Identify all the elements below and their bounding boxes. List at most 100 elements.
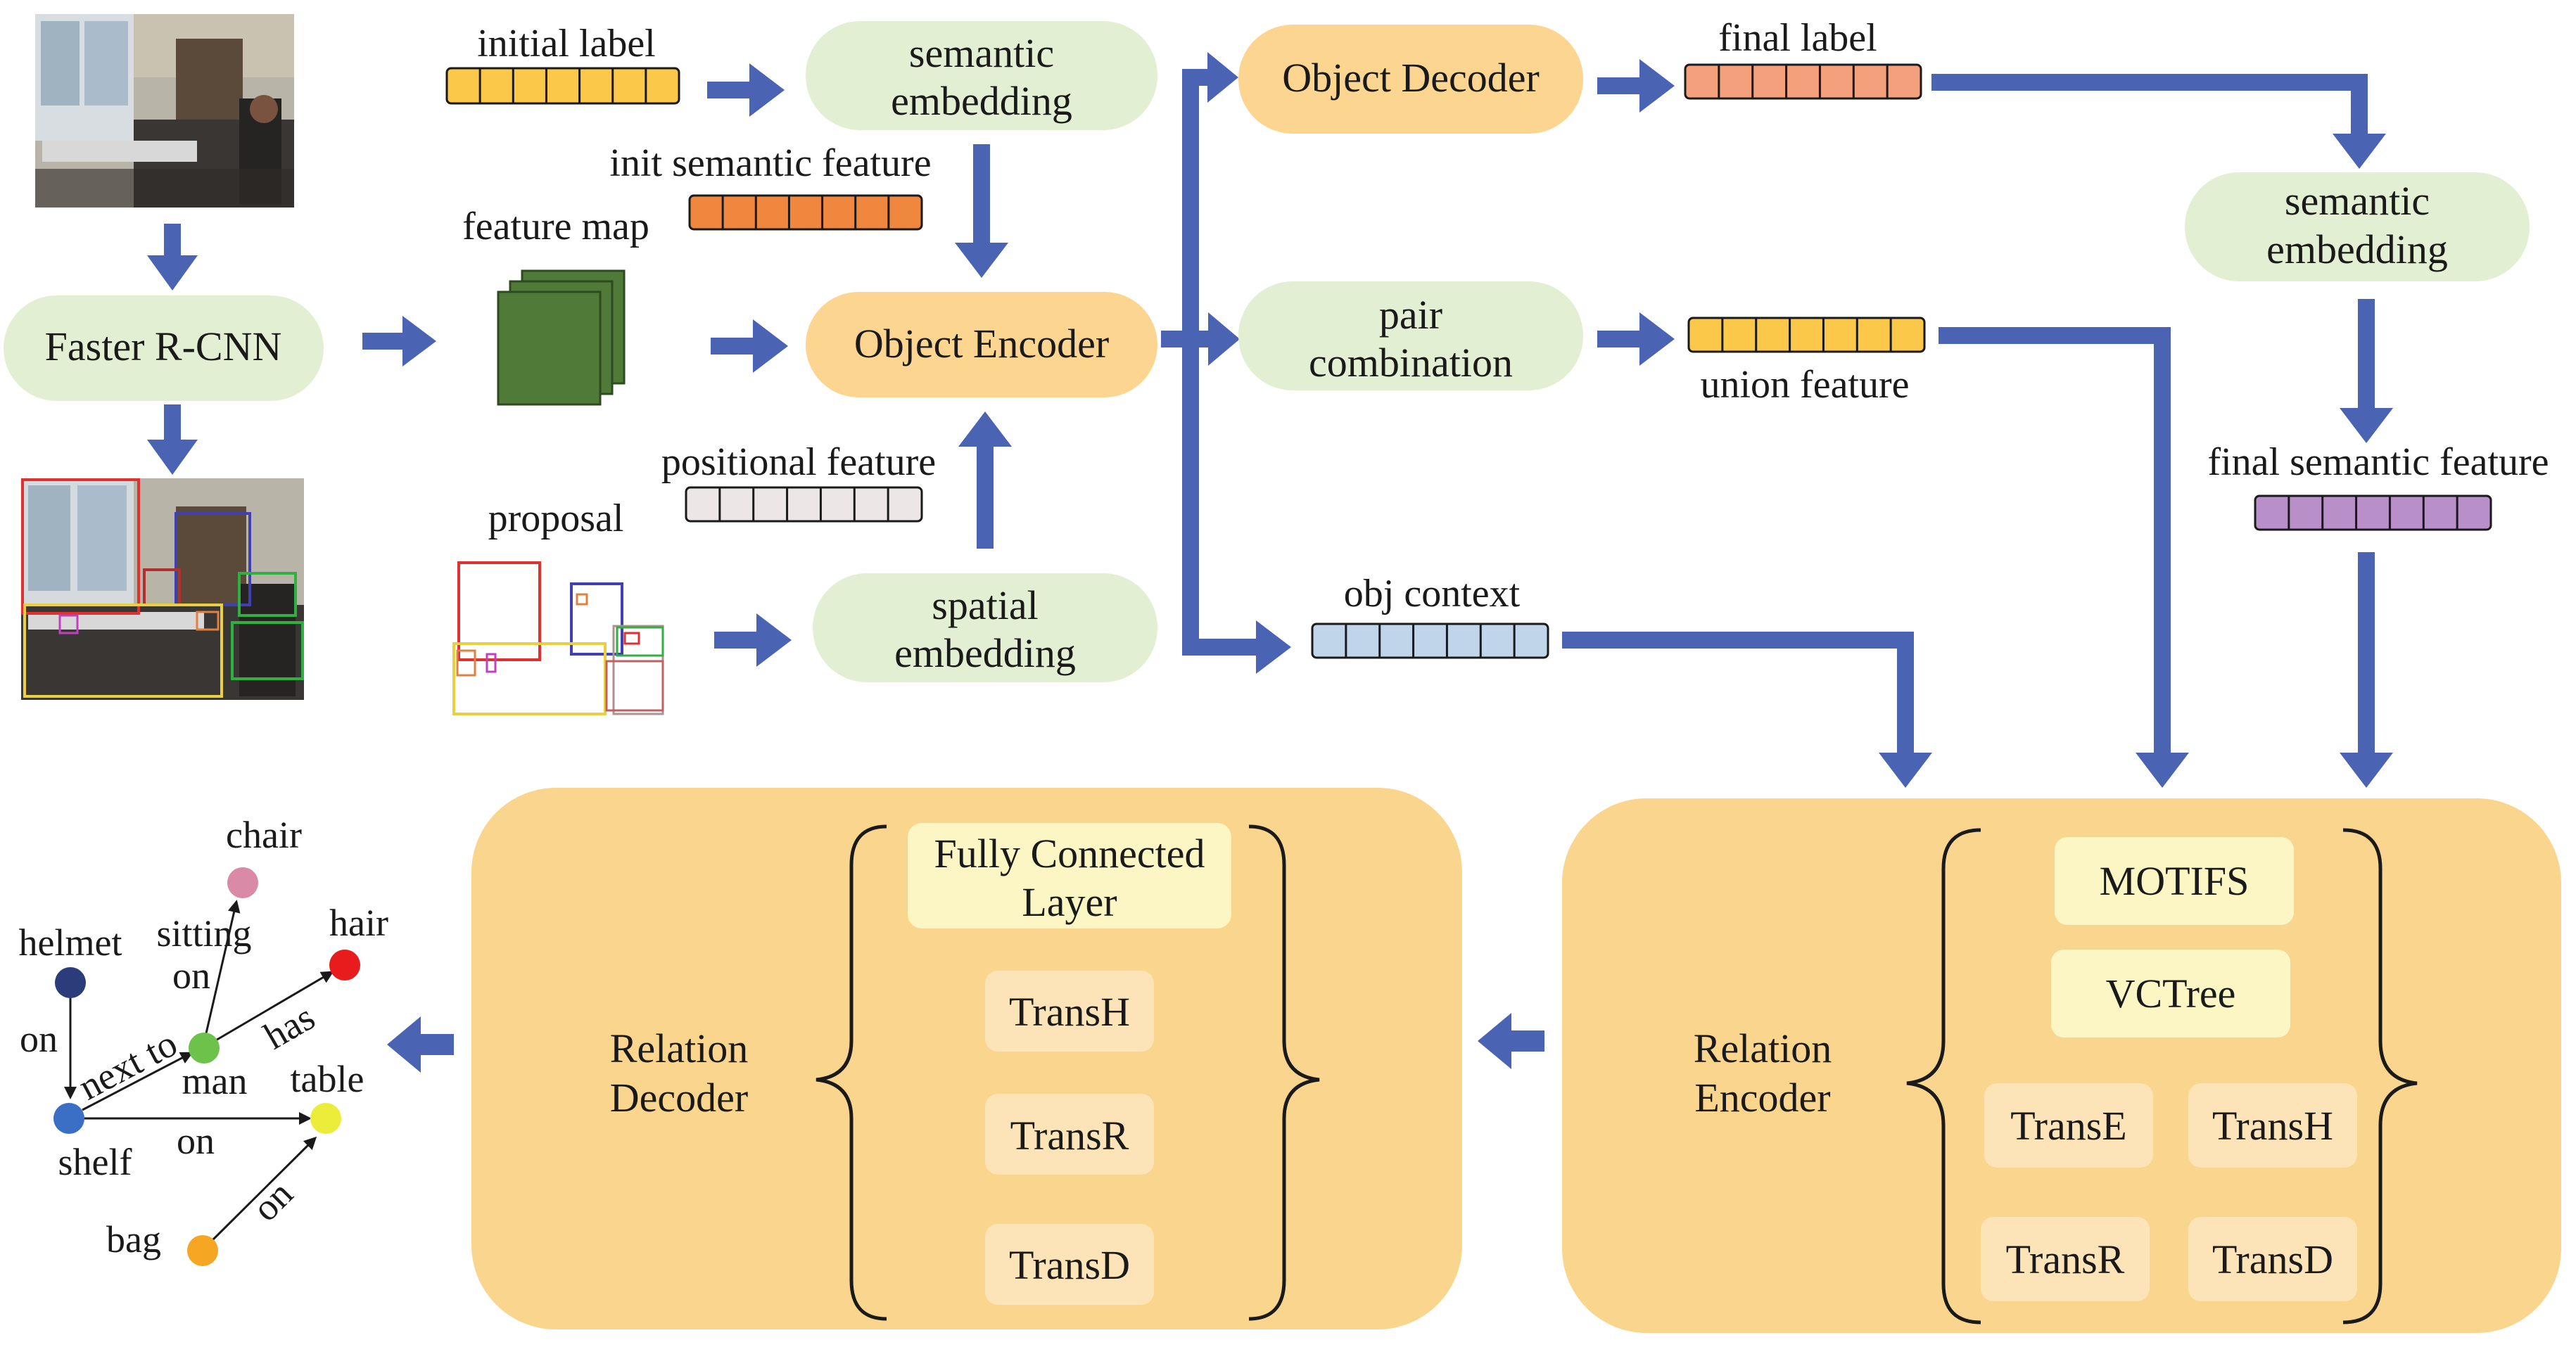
relation-decoder-title-2: Decoder (610, 1075, 748, 1121)
final-semantic-feature-vector (2254, 494, 2492, 531)
node-table-dot (310, 1103, 341, 1134)
decoder-transh-box (985, 971, 1154, 1052)
decoder-transd-box (985, 1224, 1154, 1305)
arrow-image-to-rcnn (147, 224, 198, 291)
semantic-embedding-label-1: semantic (909, 30, 1054, 76)
pair-combination-node (1238, 281, 1583, 390)
edge-bag-table (210, 1136, 317, 1243)
arrow-union-horizontal (1939, 327, 2171, 344)
arrow-union-to-encoder (2136, 327, 2189, 788)
decoder-transh-label: TransH (1009, 989, 1130, 1035)
edge-label-has: has (257, 995, 322, 1057)
node-hair-dot (329, 950, 360, 981)
node-man-label: man (182, 1060, 248, 1102)
arrow-branch-to-decoder (1182, 52, 1238, 103)
semantic-embedding-right-node (2185, 172, 2530, 281)
final-semantic-feature-text: final semantic feature (2207, 440, 2549, 484)
edge-label-bag-on: on (244, 1173, 301, 1230)
arrow-decoder-to-finallabel (1597, 59, 1675, 113)
feature-map-text: feature map (462, 205, 649, 248)
node-helmet-label: helmet (19, 921, 122, 964)
semantic-embedding-right-label-1: semantic (2285, 178, 2430, 224)
relation-encoder-panel (1562, 798, 2561, 1333)
motifs-box (2055, 837, 2294, 925)
node-chair-dot (227, 867, 258, 898)
arrow-proposal-to-spatial (714, 613, 792, 667)
positional-feature-text: positional feature (661, 440, 936, 484)
decoder-transd-label: TransD (1009, 1242, 1130, 1288)
relation-encoder-title-1: Relation (1694, 1026, 1832, 1071)
fully-connected-layer-box (908, 823, 1231, 928)
union-feature-vector (1687, 317, 1926, 353)
initial-label-vector (445, 67, 680, 105)
arrow-rcnn-to-detections (147, 404, 198, 475)
relation-decoder-title-1: Relation (610, 1026, 749, 1071)
semantic-embedding-label-2: embedding (891, 78, 1072, 124)
encoder-transh-label: TransH (2212, 1103, 2333, 1149)
object-decoder-node (1238, 25, 1583, 134)
encoder-transr-box (1981, 1217, 2150, 1301)
arrow-featuremap-to-encoder (711, 319, 788, 373)
union-feature-text: union feature (1701, 363, 1910, 407)
arrow-branch-vertical (1182, 77, 1199, 647)
detection-image (21, 478, 304, 700)
pair-combination-label-2: combination (1309, 340, 1513, 385)
node-shelf-dot (53, 1103, 84, 1134)
faster-rcnn-node (4, 295, 324, 401)
faster-rcnn-label: Faster R-CNN (45, 324, 282, 369)
arrow-finallabel-horizontal (1931, 74, 2368, 91)
feature-map-stack (497, 269, 626, 406)
arrow-encoder-to-branch (1161, 312, 1240, 366)
semantic-embedding-node (806, 21, 1157, 130)
edge-label-sitting-on: on (172, 955, 210, 997)
initial-label-text: initial label (477, 22, 655, 65)
relation-encoder-title-2: Encoder (1694, 1075, 1830, 1121)
node-hair-label: hair (329, 902, 388, 944)
spatial-embedding-label-2: embedding (894, 630, 1076, 676)
spatial-embedding-node (813, 573, 1157, 682)
encoder-transe-box (1984, 1083, 2153, 1168)
node-bag-dot (187, 1235, 218, 1266)
proposal-boxes (452, 561, 664, 715)
arrow-finallabel-to-semantic (2333, 74, 2386, 169)
positional-feature-vector (685, 486, 923, 523)
encoder-transr-label: TransR (2006, 1237, 2125, 1282)
arrow-semantic-to-finalsemantic (2340, 299, 2393, 443)
arrow-branch-to-obj-context (1182, 620, 1291, 674)
encoder-transe-label: TransE (2010, 1103, 2126, 1149)
arrow-objcontext-horizontal (1562, 632, 1914, 649)
init-semantic-feature-vector (688, 194, 923, 231)
spatial-embedding-label-1: spatial (932, 582, 1038, 628)
motifs-label: MOTIFS (2100, 858, 2250, 904)
init-semantic-feature-text: init semantic feature (609, 141, 931, 185)
edge-man-hair (214, 971, 334, 1042)
arrow-initlabel-to-semantic (707, 63, 785, 117)
edge-label-next-to: next to (72, 1022, 184, 1109)
object-decoder-label: Object Decoder (1282, 55, 1540, 101)
pair-combination-label-1: pair (1379, 292, 1442, 338)
proposal-text: proposal (488, 497, 624, 540)
edge-label-helmet-on: on (20, 1018, 58, 1060)
fc-layer-label-1: Fully Connected (934, 831, 1205, 876)
obj-context-text: obj context (1344, 572, 1521, 615)
arrow-encoder-to-decoder (1478, 1013, 1544, 1069)
encoder-transh-box (2188, 1083, 2357, 1168)
node-table-label: table (291, 1058, 364, 1100)
encoder-transd-box (2188, 1217, 2357, 1301)
encoder-right-brace (2342, 828, 2418, 1324)
fc-layer-label-2: Layer (1022, 879, 1117, 925)
decoder-transr-label: TransR (1010, 1113, 1129, 1158)
semantic-embedding-right-label-2: embedding (2266, 226, 2448, 272)
node-man-dot (189, 1033, 220, 1064)
arrow-semantic-to-encoder (955, 144, 1008, 278)
arrow-spatial-to-encoder (958, 411, 1012, 549)
edge-man-chair (203, 900, 241, 1043)
arrow-rcnn-to-featuremap (362, 316, 436, 366)
node-shelf-label: shelf (58, 1141, 132, 1183)
node-bag-label: bag (106, 1218, 161, 1260)
edge-label-sitting: sitting (156, 912, 251, 955)
final-label-vector (1684, 63, 1922, 100)
arrow-pair-to-union (1597, 312, 1675, 366)
decoder-right-brace (1248, 824, 1320, 1321)
